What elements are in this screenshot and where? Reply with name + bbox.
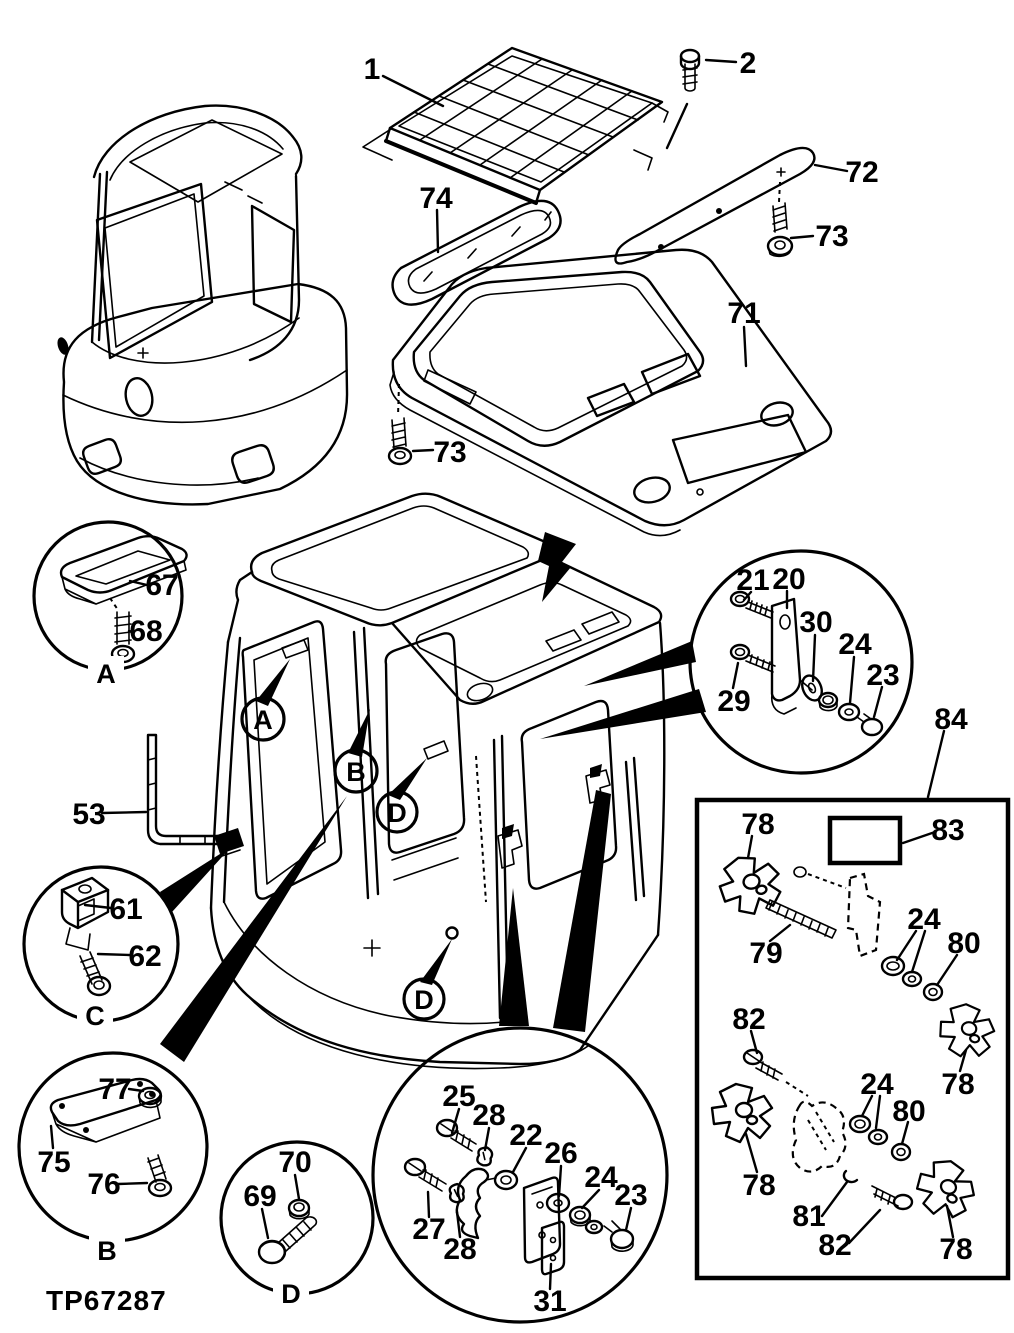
leader-2 — [704, 58, 738, 64]
callout-83: 83 — [931, 814, 964, 847]
callout-69: 69 — [243, 1180, 276, 1213]
headliner-drawing — [389, 248, 833, 537]
callout-72: 72 — [845, 156, 878, 189]
strip-screw-drawing — [766, 181, 794, 258]
callout-71: 71 — [727, 297, 760, 330]
headliner-screw-drawing — [387, 383, 413, 466]
hardware-box-84 — [694, 729, 1011, 1281]
decal-83-drawing — [827, 815, 903, 866]
callout-73-top: 73 — [815, 220, 848, 253]
leader-73-left — [411, 448, 435, 453]
callout-24-b: 24 — [584, 1161, 618, 1194]
detail-letter-a: A — [96, 659, 116, 689]
callout-78-c: 78 — [742, 1169, 775, 1202]
cab-ref-letter-a: A — [253, 705, 273, 735]
callout-77: 77 — [98, 1073, 131, 1106]
callout-28-b: 28 — [443, 1233, 476, 1266]
callout-62: 62 — [128, 940, 161, 973]
detail-letter-c: C — [85, 1001, 105, 1031]
document-code: TP67287 — [46, 1285, 167, 1316]
callout-70: 70 — [278, 1146, 311, 1179]
machine-overview-drawing — [57, 104, 349, 506]
callout-27: 27 — [412, 1213, 445, 1246]
detail-letter-d: D — [281, 1279, 301, 1309]
leader-72 — [813, 163, 849, 173]
roof-pointer-arrow — [538, 532, 576, 602]
pointer-wedge-plate — [160, 796, 347, 1062]
callout-2: 2 — [740, 47, 757, 80]
detail-letter-b: B — [97, 1236, 117, 1266]
callout-82-b: 82 — [818, 1229, 851, 1262]
detail-circle-latch — [371, 1026, 669, 1324]
detail-letters: A C B D — [77, 656, 309, 1309]
callout-67: 67 — [145, 569, 178, 602]
callout-79: 79 — [749, 937, 782, 970]
pointer-wedge-hinge1 — [499, 888, 529, 1026]
callout-31: 31 — [533, 1285, 566, 1318]
callout-22: 22 — [509, 1119, 542, 1152]
callout-73-left: 73 — [433, 436, 466, 469]
cab-ref-letter-d2: D — [414, 985, 434, 1015]
pointer-wedge-striker — [160, 847, 231, 912]
callout-80-b: 80 — [892, 1095, 925, 1128]
callout-68: 68 — [129, 615, 162, 648]
cab-reference-letters: A B D D — [240, 659, 452, 1021]
handrail-rod-drawing — [146, 733, 234, 846]
callout-24-a: 24 — [838, 628, 872, 661]
mesh-bolt-drawing — [679, 48, 701, 92]
leader-71 — [742, 325, 748, 368]
leader-74 — [435, 208, 440, 254]
callout-82-a: 82 — [732, 1003, 765, 1036]
callout-26: 26 — [544, 1137, 577, 1170]
callout-76: 76 — [87, 1168, 120, 1201]
callout-75: 75 — [37, 1146, 70, 1179]
callout-24-d: 24 — [860, 1068, 894, 1101]
leader-53 — [100, 810, 148, 815]
callout-53: 53 — [72, 798, 105, 831]
callout-61: 61 — [109, 893, 142, 926]
callout-78-b: 78 — [941, 1068, 974, 1101]
callout-24-c: 24 — [907, 903, 941, 936]
callout-74: 74 — [419, 182, 453, 215]
leader-73-top — [789, 234, 815, 240]
detail-circle-b — [17, 1051, 209, 1243]
callout-30: 30 — [799, 606, 832, 639]
pointer-wedge-bracket1 — [584, 641, 696, 686]
callout-80-a: 80 — [947, 927, 980, 960]
callout-84: 84 — [934, 703, 968, 736]
leader-1 — [381, 74, 445, 108]
callout-23-b: 23 — [614, 1179, 647, 1212]
callout-28-a: 28 — [472, 1099, 505, 1132]
callout-labels: 1 2 74 72 73 71 73 67 68 21 20 30 24 23 … — [37, 47, 980, 1318]
cab-ref-letter-d1: D — [387, 798, 407, 828]
detail-circle-bracket — [688, 549, 914, 775]
callout-78-a: 78 — [741, 808, 774, 841]
callout-78-d: 78 — [939, 1233, 972, 1266]
callout-21: 21 — [736, 564, 769, 597]
callout-23-a: 23 — [866, 659, 899, 692]
roof-seal-drawing — [391, 199, 562, 306]
callout-25: 25 — [442, 1080, 475, 1113]
callout-81: 81 — [792, 1200, 825, 1233]
callout-1: 1 — [364, 53, 381, 86]
pointer-wedge-hinge2 — [553, 790, 611, 1032]
mesh-guard-drawing — [362, 46, 689, 205]
callout-20: 20 — [772, 563, 805, 596]
cab-ref-letter-b: B — [346, 757, 366, 787]
pointer-wedge-bracket2 — [540, 689, 706, 739]
callout-29: 29 — [717, 685, 750, 718]
